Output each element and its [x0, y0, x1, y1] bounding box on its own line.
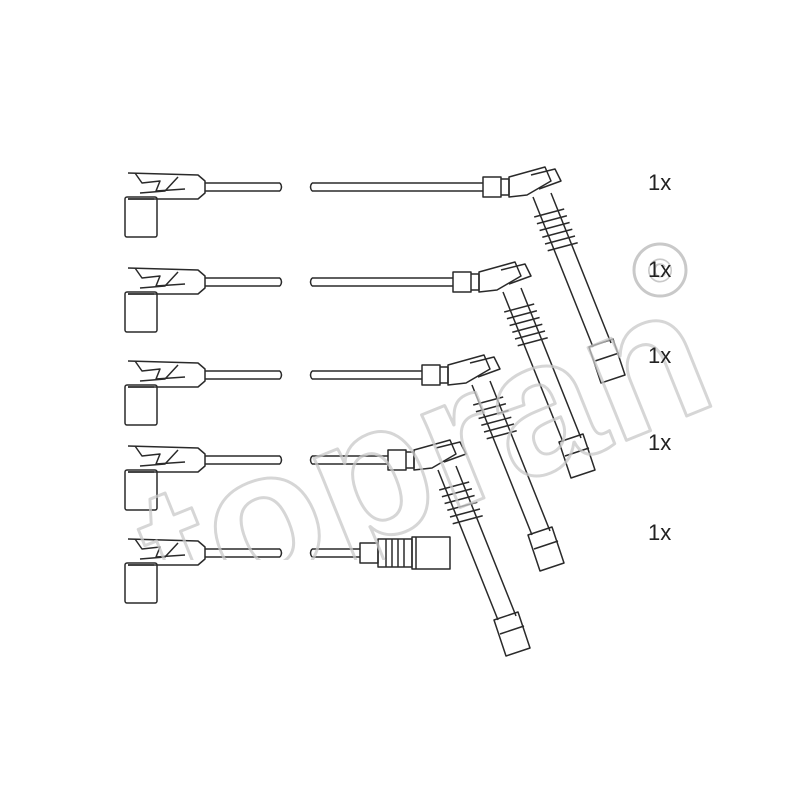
ignition-cable-5 — [124, 536, 451, 604]
spark-plug-boot-near — [124, 360, 206, 426]
quantity-label-2: 1x — [648, 257, 672, 282]
spark-plug-boot-far — [387, 439, 531, 657]
ignition-cable-1 — [124, 166, 626, 384]
spark-plug-boot-straight — [359, 536, 451, 570]
spark-plug-boot-far — [482, 166, 626, 384]
cable-lead — [205, 370, 422, 380]
ignition-cable-2 — [124, 261, 596, 479]
spark-plug-boot-far — [452, 261, 596, 479]
spark-plug-boot-far — [421, 354, 565, 572]
cable-lead — [205, 455, 388, 465]
cable-lead — [205, 548, 360, 558]
cable-lead — [205, 182, 483, 192]
cable-lead — [205, 277, 453, 287]
spark-plug-boot-near — [124, 172, 206, 238]
ignition-cable-3 — [124, 354, 565, 572]
spark-plug-boot-near — [124, 445, 206, 511]
spark-plug-boot-near — [124, 267, 206, 333]
ignition-cable-4 — [124, 439, 531, 657]
spark-plug-boot-near — [124, 538, 206, 604]
quantity-label-4: 1x — [648, 430, 672, 455]
quantity-label-3: 1x — [648, 343, 672, 368]
quantity-label-1: 1x — [648, 170, 672, 195]
quantity-label-5: 1x — [648, 520, 672, 545]
